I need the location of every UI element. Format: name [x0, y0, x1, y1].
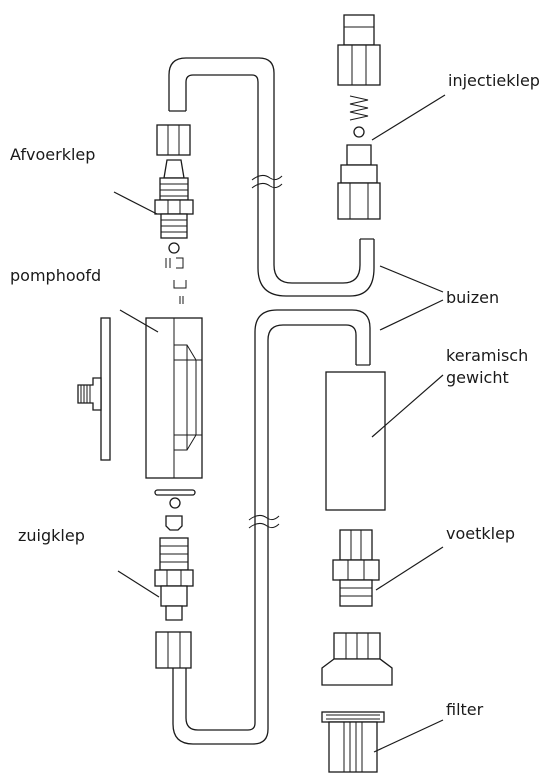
label-voetklep: voetklep	[446, 524, 515, 543]
pump-head	[77, 317, 203, 509]
label-keramisch: keramisch	[446, 346, 528, 365]
label-afvoerklep: Afvoerklep	[10, 145, 95, 164]
label-filter: filter	[446, 700, 484, 719]
filter-assembly	[321, 632, 393, 773]
zuigklep-assembly	[154, 515, 194, 669]
afvoerklep-assembly	[154, 124, 194, 304]
voetklep-assembly	[332, 529, 380, 607]
label-gewicht: gewicht	[446, 368, 509, 387]
leader-lines	[113, 94, 446, 753]
label-pomphoofd: pomphoofd	[10, 266, 101, 285]
label-buizen: buizen	[446, 288, 499, 307]
keramisch-gewicht-part	[325, 371, 386, 511]
label-injectieklep: injectieklep	[448, 71, 540, 90]
lower-tube	[172, 309, 371, 745]
upper-tube	[168, 57, 375, 297]
injectieklep-assembly	[337, 14, 381, 220]
label-zuigklep: zuigklep	[18, 526, 85, 545]
